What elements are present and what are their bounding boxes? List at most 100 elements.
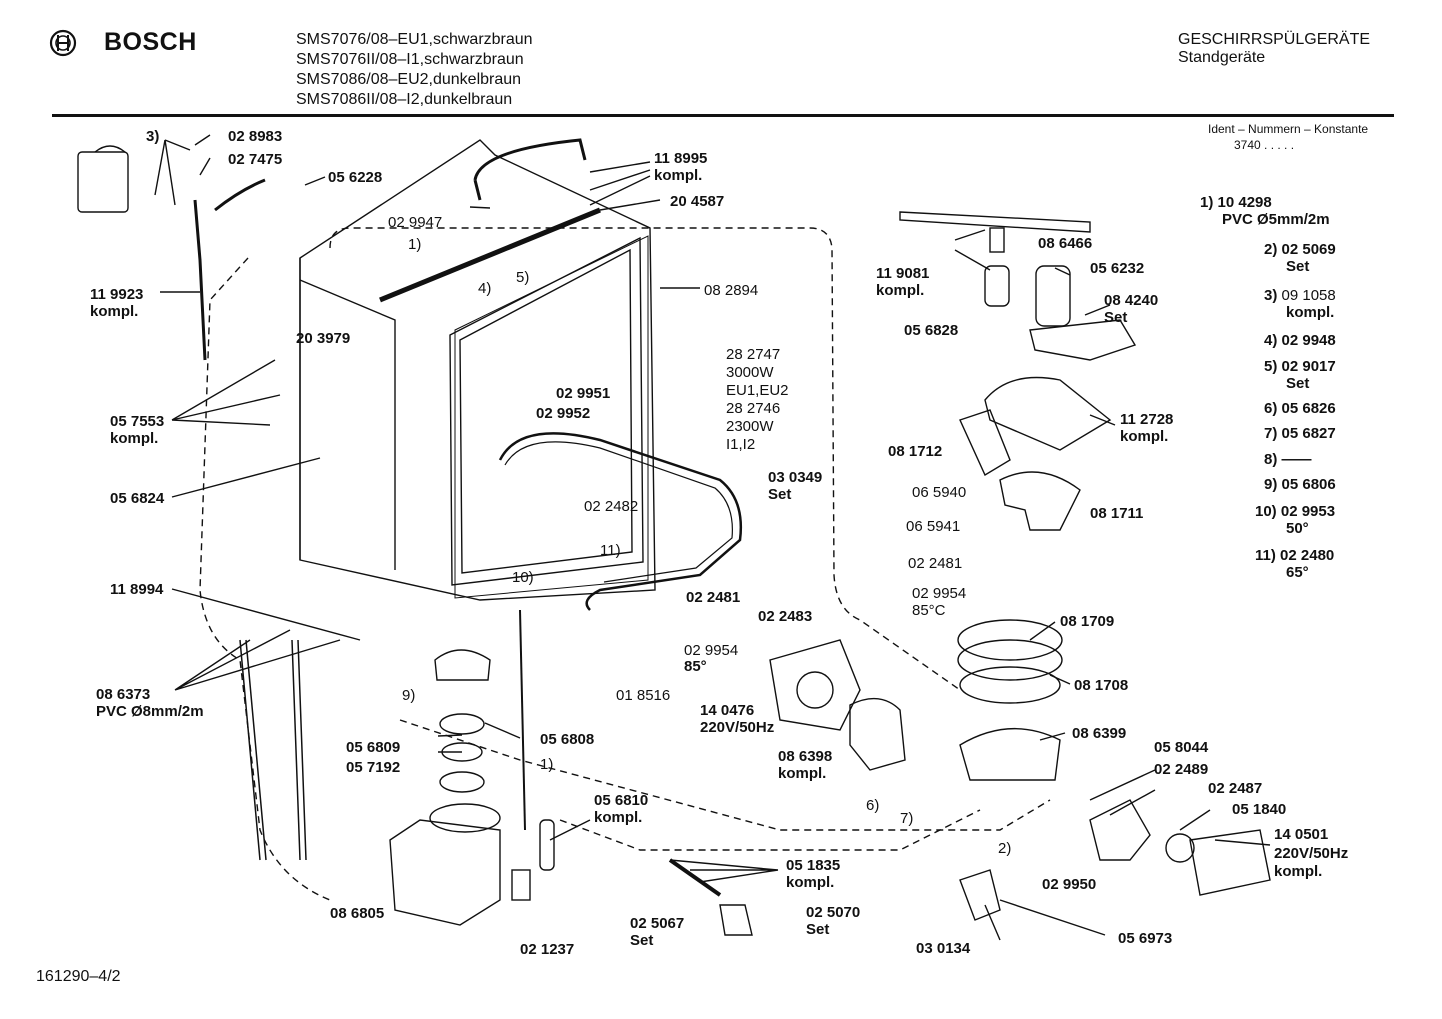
part-label: kompl. [1274, 863, 1323, 880]
legend-desc: Set [1286, 375, 1310, 392]
part-label: 11 9081 [876, 265, 930, 282]
part-label: 02 2481 [686, 589, 741, 606]
leader-line [171, 359, 281, 426]
microfilter [999, 471, 1081, 531]
circulation-pump [769, 639, 861, 731]
drain-pump-impeller [1165, 833, 1195, 863]
part-label: 85°C [912, 602, 946, 619]
part-label: 02 7475 [228, 151, 283, 168]
leader-line [549, 819, 591, 841]
part-label: 05 6828 [904, 322, 959, 339]
leader-line [984, 904, 1001, 941]
float-cap [434, 649, 491, 681]
part-label: kompl. [110, 430, 159, 447]
leader-line [171, 457, 321, 498]
part-label: 02 2482 [584, 498, 639, 515]
part-label: 05 6232 [1090, 260, 1145, 277]
part-label: kompl. [786, 874, 835, 891]
part-label: 11) [600, 542, 621, 559]
part-label: 14 0501 [1274, 826, 1329, 843]
legend-code: 02 2480 [1280, 547, 1335, 564]
part-label: kompl. [876, 282, 925, 299]
part-label: 02 2481 [908, 555, 963, 572]
part-label: 02 5070 [806, 904, 861, 921]
part-label: kompl. [90, 303, 139, 320]
seal-ring [439, 713, 485, 735]
drawing-id: 161290–4/2 [36, 968, 121, 985]
part-label: 08 1709 [1060, 613, 1115, 630]
part-label: Set [768, 486, 792, 503]
leader-line [469, 199, 661, 211]
part-label: 05 6808 [540, 731, 595, 748]
legend-code: 09 1058 [1281, 287, 1336, 304]
part-label: 02 8983 [228, 128, 283, 145]
part-label: 3) [146, 128, 160, 145]
part-label: 05 6228 [328, 169, 383, 186]
model-line: SMS7076/08–EU1,schwarzbraun [296, 31, 533, 48]
part-label: 02 9951 [556, 385, 611, 402]
legend-desc: Set [1286, 258, 1310, 275]
sump-bowl [959, 727, 1061, 781]
part-label: Set [806, 921, 830, 938]
leader-line [1089, 769, 1156, 816]
part-label: 08 6805 [330, 905, 385, 922]
legend-num: 10) [1255, 503, 1277, 520]
part-label: 03 0349 [768, 469, 823, 486]
legend-desc: kompl. [1286, 304, 1335, 321]
legend-code: 02 5069 [1281, 241, 1336, 258]
tank-lid [94, 145, 126, 153]
part-label: I1,I2 [726, 436, 756, 453]
part-label: 01 8516 [616, 687, 671, 704]
legend-item: 6) 05 6826 [1264, 400, 1336, 417]
part-label: 05 7553 [110, 413, 165, 430]
part-label: 10) [512, 569, 534, 586]
part-label: Set [630, 932, 654, 949]
tub-door-inner [459, 248, 633, 574]
category-title: GESCHIRRSPÜLGERÄTE [1178, 31, 1371, 48]
leader-line [154, 139, 191, 206]
part-label: 02 9947 [388, 214, 443, 231]
part-label: 1) [540, 756, 554, 773]
clip [511, 869, 531, 901]
part-label: 11 2728 [1120, 411, 1174, 428]
legend-num: 3) [1264, 287, 1278, 304]
part-label: 5) [516, 269, 530, 286]
legend-item: 5) 02 9017 Set [1264, 358, 1336, 392]
part-label: 28 2746 [726, 400, 781, 417]
drain-hose [291, 639, 307, 861]
pump-volute [849, 697, 906, 771]
legend-desc: PVC Ø5mm/2m [1222, 211, 1330, 228]
legend-code: 02 9948 [1281, 332, 1336, 349]
part-label: 08 4240 [1104, 292, 1159, 309]
part-label: 20 3979 [296, 330, 351, 347]
legend-item: 10) 02 9953 50° [1255, 503, 1335, 537]
part-label: 08 6398 [778, 748, 833, 765]
part-label: EU1,EU2 [726, 382, 789, 399]
spray-arm-hub [989, 227, 1005, 253]
valve-body [539, 819, 555, 871]
part-label: 08 6373 [96, 686, 151, 703]
assembly-boundary [399, 719, 1051, 831]
part-label: 02 2487 [1208, 780, 1263, 797]
legend-num: 8) [1264, 451, 1278, 468]
door-seal [454, 235, 649, 599]
part-label: 02 9952 [536, 405, 591, 422]
tub-panel [299, 279, 396, 570]
model-line: SMS7076II/08–I1,schwarzbraun [296, 51, 524, 68]
sump-ring [959, 666, 1061, 704]
legend-num: 5) [1264, 358, 1278, 375]
part-label: 08 6399 [1072, 725, 1127, 742]
legend-item: 2) 02 5069 Set [1264, 241, 1336, 275]
ident-label: Ident – Nummern – Konstante [1208, 122, 1369, 136]
header-rule [52, 114, 1394, 117]
clip-part [719, 904, 753, 936]
part-label: 85° [684, 658, 707, 675]
part-label: 05 8044 [1154, 739, 1209, 756]
part-label: Set [1104, 309, 1128, 326]
part-label: 02 5067 [630, 915, 685, 932]
part-label: 08 1708 [1074, 677, 1129, 694]
part-label: 14 0476 [700, 702, 755, 719]
leader-line [1214, 839, 1271, 846]
part-label: 1) [408, 236, 422, 253]
